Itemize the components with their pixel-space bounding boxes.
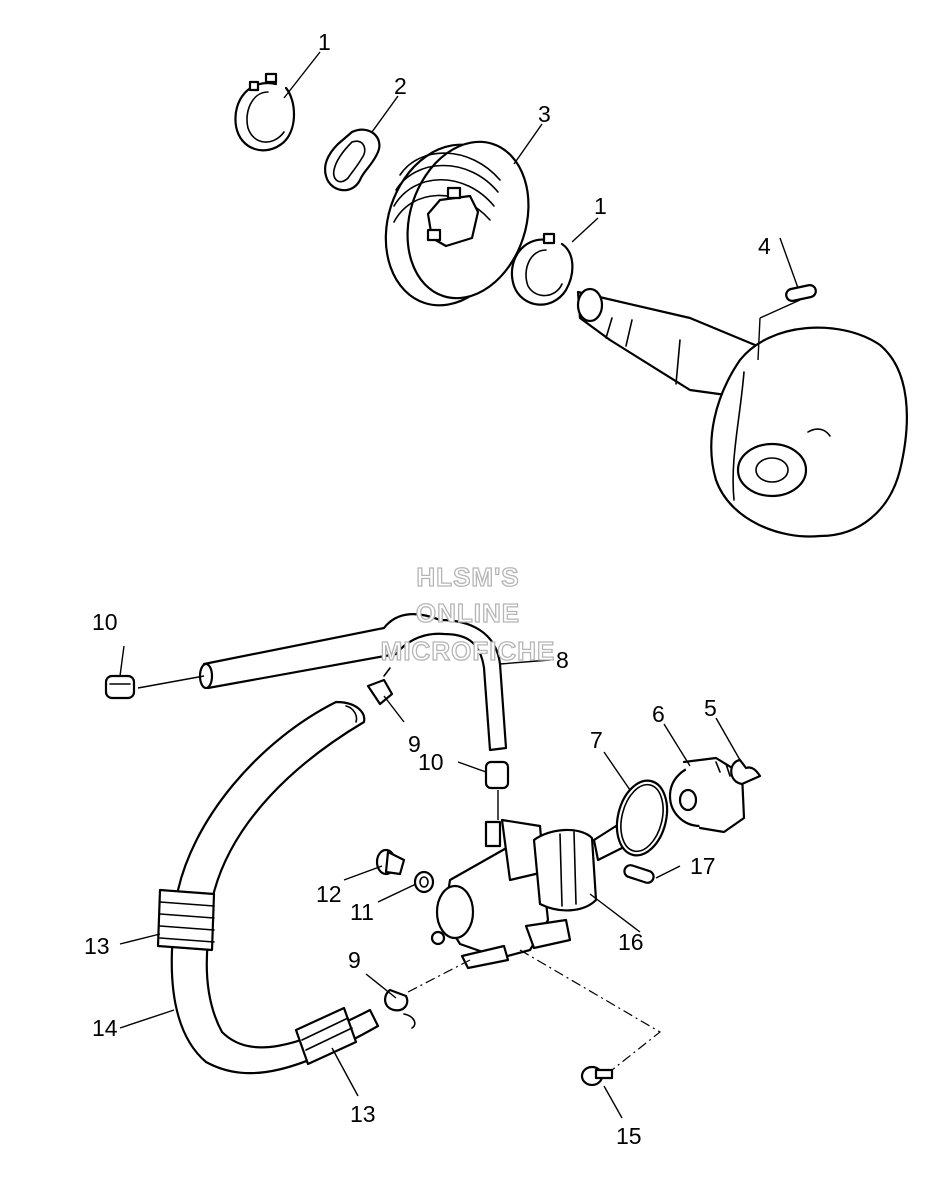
- pulley-part-3: [384, 140, 530, 307]
- leader-lines: [119, 51, 801, 1119]
- watermark-line-1: HLSM'S: [416, 562, 519, 592]
- callout-15: 15: [616, 1123, 642, 1149]
- e-clip-part-5: [730, 758, 762, 786]
- callout-4: 4: [758, 233, 771, 259]
- callout-12: 12: [316, 881, 342, 907]
- gear-part-6: [668, 756, 746, 834]
- callout-2: 2: [394, 73, 407, 99]
- callout-13-right: 13: [350, 1101, 376, 1127]
- callout-8: 8: [556, 647, 569, 673]
- callout-10-left: 10: [92, 609, 118, 635]
- watermark-line-2: ONLINE: [416, 598, 520, 628]
- callout-1-lower: 1: [594, 193, 607, 219]
- clip-part-9-lower: [384, 988, 416, 1029]
- hose-clamp-part-10-left: [104, 674, 136, 700]
- callout-9-upper: 9: [408, 731, 421, 757]
- callout-7: 7: [590, 727, 603, 753]
- circlip-part-1-lower: [510, 232, 574, 306]
- callout-3: 3: [538, 101, 551, 127]
- callout-16: 16: [618, 929, 644, 955]
- hose-clamp-part-10-center: [484, 760, 510, 790]
- circlip-part-1-top: [234, 72, 296, 152]
- callout-labels: 1 2 3 1 4 10 8 9 10 7 6 5 17 12 11 16 13…: [84, 29, 771, 1149]
- shaft-with-flange: [576, 287, 908, 538]
- callout-14: 14: [92, 1015, 118, 1041]
- hose-band-part-13-right: [294, 1006, 358, 1066]
- callout-10-center: 10: [418, 749, 444, 775]
- callout-9-lower: 9: [348, 947, 361, 973]
- watermark: HLSM'S ONLINE MICROFICHE: [380, 561, 556, 666]
- hose-band-part-13-left: [156, 888, 216, 952]
- pin-part-17: [623, 864, 655, 884]
- clip-part-9-upper: [366, 667, 394, 706]
- callout-11: 11: [350, 899, 374, 925]
- washer-part-11: [413, 870, 435, 894]
- callout-17: 17: [690, 853, 716, 879]
- pin-part-4: [785, 284, 817, 302]
- lock-plate-part-2: [324, 128, 381, 192]
- screw-part-12: [375, 848, 406, 876]
- watermark-line-3: MICROFICHE: [381, 636, 556, 666]
- hose-part-8: [198, 613, 508, 752]
- screw-part-15: [580, 1065, 614, 1087]
- oil-pump-part-16: [430, 818, 628, 970]
- callout-6: 6: [652, 701, 665, 727]
- callout-5: 5: [704, 695, 717, 721]
- callout-1-top: 1: [318, 29, 331, 55]
- o-ring-part-7: [615, 779, 669, 857]
- callout-13-left: 13: [84, 933, 110, 959]
